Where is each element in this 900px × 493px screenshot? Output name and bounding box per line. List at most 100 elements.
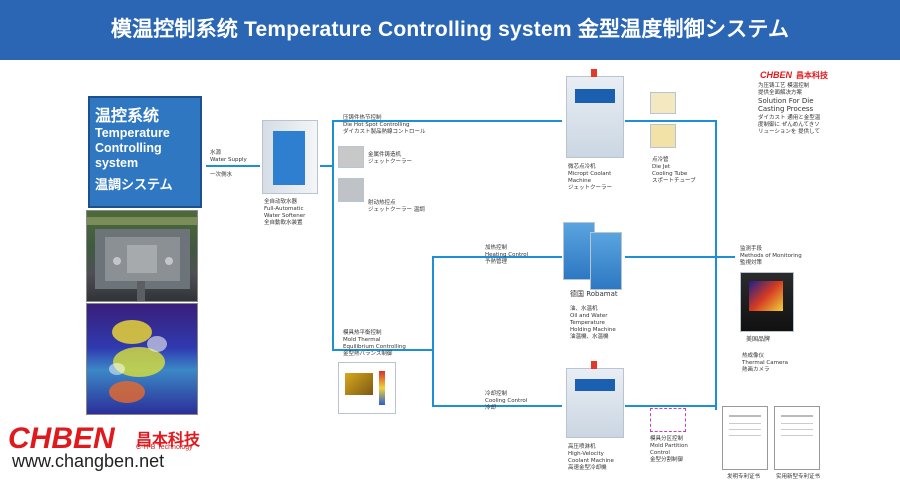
thermal-analysis-image — [338, 362, 396, 414]
top-right-line-3: Solution For Die — [758, 97, 814, 105]
top-right-line-7: リューションを 提供して — [758, 129, 820, 135]
monitoring-label-jp: 監視対策 — [740, 260, 763, 266]
thermal-camera-label-jp: 熱画カメラ — [742, 367, 770, 373]
connector-heating-branch — [432, 256, 562, 258]
analysis-color-scale — [379, 371, 385, 405]
cooling-label-jp: 冷却 — [485, 405, 497, 411]
softener-label-cn: 全自动软水器 — [264, 199, 298, 205]
hot-spot-label-en: Die Hot Spot Controlling — [343, 122, 410, 128]
partition-label-en-1: Mold Partition — [650, 443, 688, 449]
softener-label-en-1: Full-Automatic — [264, 206, 304, 212]
top-right-logo-cn: 昌本科技 — [796, 71, 828, 80]
micropt-signal-light — [591, 69, 597, 77]
water-supply-label-cn: 水源 — [210, 150, 222, 156]
high-velocity-label-cn: 高压喷淋机 — [568, 444, 596, 450]
connector-monitoring — [715, 256, 735, 258]
water-supply-label-en: Water Supply — [210, 157, 247, 163]
website-link[interactable]: www.changben.net — [12, 451, 165, 471]
die-casting-label-cn: 金属件铸造机 — [368, 152, 402, 158]
top-right-line-5: ダイカスト 通用と金型温 — [758, 115, 821, 121]
connector-equilibrium-branch — [332, 349, 432, 351]
equilibrium-label-jp: 金型熱バランス制御 — [343, 351, 393, 357]
heating-label-cn: 加热控制 — [485, 245, 508, 251]
die-jet-label-cn: 点冷管 — [652, 157, 669, 163]
die-part-image-1 — [338, 146, 364, 168]
high-velocity-signal-light — [591, 361, 597, 369]
micropt-label-en-2: Machine — [568, 178, 592, 184]
micropt-display — [575, 89, 615, 103]
page-title: 模温控制系统 Temperature Controlling system 金型… — [110, 18, 790, 41]
brand-logo: CHBEN — [8, 422, 115, 455]
certificate-1-label: 发明专利证书 — [727, 474, 761, 480]
water-supply-label-jp: 一次側水 — [210, 172, 233, 178]
thermal-camera-screen — [749, 281, 783, 311]
brand-logo-sub: C·H·B Technology — [136, 444, 193, 451]
connector-right-vertical — [715, 120, 717, 410]
micropt-label-cn: 微芯点冷机 — [568, 164, 596, 170]
die-mold-photo — [86, 210, 198, 302]
monitoring-label-cn: 监测手段 — [740, 246, 763, 252]
softener-label-en-2: Water Softener — [264, 213, 306, 219]
connector-water-supply — [206, 165, 260, 167]
robamat-machine-right — [590, 232, 622, 290]
heating-label-en: Heating Control — [485, 252, 529, 258]
cooling-label-cn: 冷却控制 — [485, 391, 508, 397]
patent-certificate-2 — [774, 406, 820, 470]
system-title-en-line-2: Controlling — [95, 141, 162, 155]
patent-certificate-1 — [722, 406, 768, 470]
system-title-en-line-3: system — [95, 156, 139, 170]
connector-main-vertical — [332, 120, 334, 350]
equilibrium-label-en-2: Equilibrium Controlling — [343, 344, 406, 350]
certificate-2-label: 实用新型专利证书 — [776, 474, 821, 480]
thermal-camera-label-en: Thermal Camera — [742, 360, 788, 366]
thermal-camera-label-cn: 热成像仪 — [742, 353, 765, 359]
micropt-coolant-machine — [566, 69, 624, 158]
cooling-label-en: Cooling Control — [485, 398, 528, 404]
die-jet-label-en-2: Cooling Tube — [652, 171, 688, 177]
hot-spot-label-jp: ダイカスト製品熱線コントロール — [343, 129, 426, 135]
die-jet-label-en-1: Die Jet — [652, 164, 671, 170]
monitoring-label-en: Methods of Monitoring — [740, 253, 802, 259]
hot-spot-label-cn: 压铸件热节控制 — [343, 115, 382, 121]
partition-label-en-2: Control — [650, 450, 670, 456]
high-velocity-display — [575, 379, 615, 391]
oil-water-label-en-2: Temperature — [570, 320, 605, 326]
connector-mid-vertical — [432, 256, 434, 406]
cooling-hub-label-jp: ジェットクーラー 温調 — [368, 207, 425, 213]
oil-water-label-jp: 油温機、水温機 — [570, 334, 609, 340]
heating-label-jp: 予熱管理 — [485, 259, 508, 265]
high-velocity-label-en-2: Coolant Machine — [568, 458, 614, 464]
die-jet-image-2 — [650, 124, 676, 148]
connector-top-branch — [332, 120, 562, 122]
softener-label-jp: 全自動軟水装置 — [264, 220, 303, 226]
partition-label-jp: 金型分割制御 — [650, 457, 684, 463]
partition-label-cn: 模具分区控制 — [650, 436, 684, 442]
thermal-image-photo — [86, 303, 198, 415]
system-title-panel — [88, 96, 202, 208]
top-right-logo: CHBEN — [760, 70, 793, 80]
mold-partition-image — [650, 408, 686, 432]
connector-cooling-branch — [432, 405, 562, 407]
thermal-hotspots — [109, 320, 167, 403]
analysis-part — [345, 373, 373, 395]
connector-mid-right — [625, 256, 715, 258]
high-velocity-label-en-1: High-Velocity — [568, 451, 604, 457]
brand-us-label: 美国品牌 — [746, 336, 771, 343]
cooling-hub-label-cn: 射动热控点 — [368, 200, 396, 206]
water-softener-machine — [262, 120, 318, 194]
die-mold-illustration — [87, 217, 197, 301]
die-jet-label-jp: スポートチューブ — [652, 178, 696, 184]
micropt-label-en-1: Micropt Coolant — [568, 171, 612, 177]
system-title-en-line-1: Temperature — [95, 126, 170, 140]
brand-logo-cn: 昌本科技 — [136, 430, 201, 449]
oil-water-label-cn: 油、水温机 — [570, 306, 598, 312]
thermal-camera-image — [740, 272, 794, 332]
connector-top-right — [625, 120, 715, 122]
connector-softener-out — [320, 165, 332, 167]
die-jet-image-1 — [650, 92, 676, 114]
oil-water-label-en-3: Holding Machine — [570, 327, 616, 333]
system-title-jp: 温調システム — [95, 177, 173, 192]
header-bar — [0, 0, 900, 60]
system-title-cn: 温控系统 — [95, 106, 160, 125]
softener-panel — [273, 131, 305, 185]
